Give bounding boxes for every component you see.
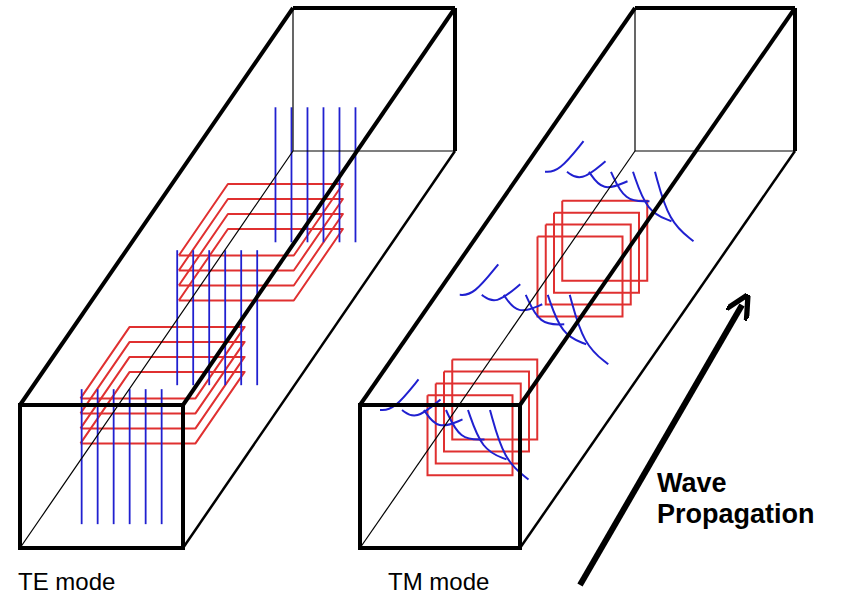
electric-field-line: [589, 172, 628, 187]
front-face: [360, 405, 520, 548]
top-edge: [360, 8, 635, 405]
mode-caption: TM mode: [388, 568, 489, 596]
electric-field-line: [424, 410, 463, 425]
hidden-edge: [635, 150, 795, 151]
magnetic-field-loop: [179, 184, 343, 255]
electric-field-line: [129, 389, 131, 524]
back-edge: [793, 8, 797, 151]
hidden-edge: [360, 151, 635, 548]
electric-field-line: [567, 161, 606, 177]
electric-field-line: [224, 250, 226, 385]
te-waveguide: [20, 8, 455, 548]
electric-field-line: [256, 250, 258, 385]
back-edge: [635, 6, 795, 10]
magnetic-field-loop: [80, 372, 244, 443]
electric-field-line: [545, 141, 584, 172]
propagation-arrow: [580, 305, 742, 585]
electric-field-line: [482, 284, 521, 300]
top-edge: [183, 8, 455, 405]
electric-field-line: [504, 295, 543, 310]
front-face: [20, 405, 183, 548]
electric-field-line: [323, 107, 325, 242]
hidden-edge: [20, 151, 293, 548]
top-edge: [20, 8, 293, 405]
electric-field-line: [291, 107, 293, 242]
tm-waveguide: [360, 8, 795, 548]
electric-field-line: [355, 107, 357, 242]
hidden-edge: [293, 150, 455, 151]
field-lines: [80, 107, 693, 524]
electric-field-line: [402, 399, 441, 415]
hidden-edge: [634, 8, 635, 151]
hidden-edge: [292, 8, 293, 151]
electric-field-line: [113, 389, 115, 524]
electric-field-line: [192, 250, 194, 385]
mode-caption: TE mode: [18, 568, 115, 596]
electric-field-line: [161, 389, 163, 524]
back-edge: [293, 6, 455, 10]
electric-field-line: [490, 410, 529, 479]
electric-field-line: [468, 410, 507, 459]
electric-field-line: [145, 389, 147, 524]
magnetic-field-loop: [80, 357, 244, 428]
electric-field-line: [97, 389, 99, 524]
magnetic-field-loop: [179, 214, 343, 285]
bottom-edge: [183, 151, 455, 548]
direction-label: Wave Propagation: [657, 468, 843, 530]
electric-field-line: [460, 264, 499, 295]
magnetic-field-loop: [80, 327, 244, 398]
top-edge: [520, 8, 795, 405]
back-edge: [453, 8, 457, 151]
